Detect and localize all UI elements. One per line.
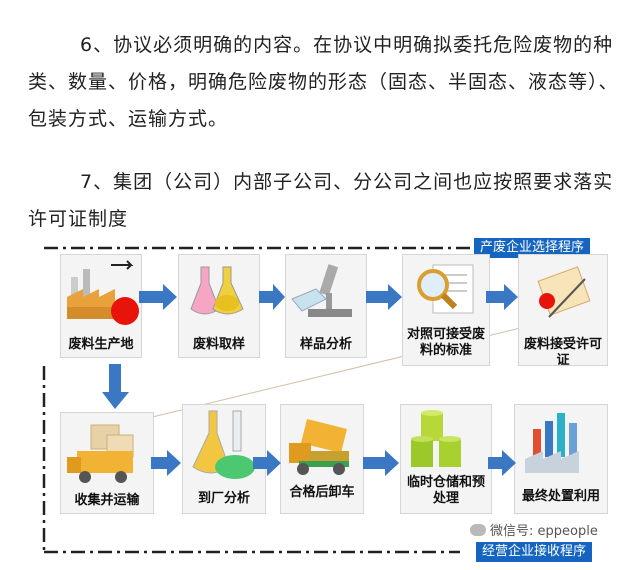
card-sample-analysis: 样品分析 [285,254,367,358]
card-storage-pretreat: 临时仓储和预处理 [400,404,492,514]
label-unload: 合格后卸车 [289,485,355,500]
card-waste-origin: 废料生产地 [60,254,142,358]
card-final-disposal: 最终处置利用 [514,404,608,514]
top-badge: 产废企业选择程序 [474,238,591,258]
card-plant-analysis: 到厂分析 [182,404,266,514]
certificate-icon [537,266,591,318]
magnifier-document-icon [417,264,474,314]
storage-tanks-icon [411,410,461,467]
arrow-6-7 [151,450,181,476]
label-storage-pretreat: 临时仓储和预处理 [406,475,485,506]
microscope-icon [291,264,352,317]
arrow-8-9 [363,450,399,476]
card-waste-sampling: 废料取样 [178,254,260,358]
paragraph-7: 7、集团（公司）内部子公司、分公司之间也应按照要求落实许可证制度 [28,171,614,230]
factory-icon [67,260,139,325]
label-sample-analysis: 样品分析 [299,337,352,352]
label-final-disposal: 最终处置利用 [521,489,600,504]
bottom-badge: 经营企业接收程序 [476,542,593,562]
wechat-icon [470,524,486,536]
arrow-3-4 [366,284,402,310]
card-acceptance-criteria: 对照可接受废料的标准 [402,254,490,366]
label-waste-origin: 废料生产地 [68,337,134,352]
arrow-2-3 [259,284,285,310]
card-collect-transport: 收集并运输 [60,412,154,514]
dump-truck-icon [289,419,349,475]
paragraph-6: 6、协议必须明确的内容。在协议中明确拟委托危险废物的种类、数量、价格，明确危险废… [28,34,619,130]
label-collect-transport: 收集并运输 [74,493,140,508]
factory-charts-icon [525,413,579,473]
arrow-9-10 [488,450,516,476]
truck-boxes-icon [67,424,134,483]
arrow-4-5 [486,284,518,310]
watermark-text: 微信号: eppeople [490,524,598,539]
card-acceptance-permit: 废料接受许可证 [518,254,608,368]
arrow-1-2 [139,284,177,310]
arrow-down [102,364,129,409]
label-acceptance-criteria: 对照可接受废料的标准 [406,327,485,358]
card-unload: 合格后卸车 [280,404,364,514]
flasks-icon [190,266,244,315]
watermark: 微信号: eppeople [470,520,598,539]
lab-flasks-icon [192,410,255,479]
label-plant-analysis: 到厂分析 [197,491,250,506]
label-waste-sampling: 废料取样 [192,337,245,352]
label-acceptance-permit: 废料接受许可证 [523,337,602,368]
arrow-7-8 [253,450,281,476]
